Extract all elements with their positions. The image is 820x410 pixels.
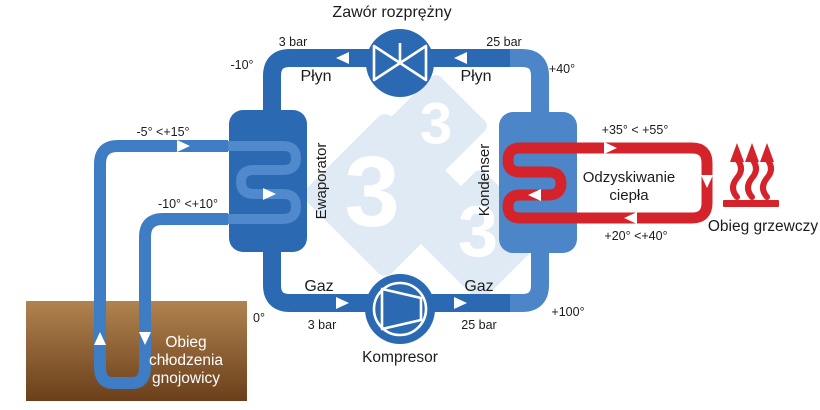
heating-circuit-label: Obieg grzewczy — [708, 218, 819, 235]
ground-circuit-caption-line1: Obieg — [165, 334, 206, 351]
pressure-top-right: 25 bar — [486, 35, 521, 49]
compressor-icon — [365, 274, 435, 344]
heat-recovery-loop — [502, 142, 713, 224]
ground-loop-pipe — [94, 140, 228, 389]
heat-bar — [723, 200, 779, 207]
heat-wave — [760, 156, 774, 200]
heat-symbol — [723, 143, 779, 207]
temp-after-valve: -10° — [230, 58, 253, 72]
flow-arrow-bottom-left — [336, 297, 349, 309]
flow-arrow-top-right — [454, 52, 467, 64]
flow-arrow-ground-up — [94, 332, 106, 345]
watermark-digit: 3 — [458, 192, 498, 272]
evaporator-coil — [228, 141, 302, 224]
flow-arrow-brine-supply — [177, 140, 190, 152]
liquid-label-right: Płyn — [460, 68, 491, 85]
heating-return-temp: +20° <+40° — [604, 229, 667, 243]
heat-wave — [730, 156, 744, 200]
liquid-label-left: Płyn — [300, 68, 331, 85]
compressor-label: Kompresor — [362, 349, 438, 366]
valve-label: Zawór rozprężny — [332, 4, 451, 21]
heat-wave-arrowhead — [760, 143, 774, 162]
gas-label-right: Gaz — [464, 278, 493, 295]
brine-return-temp: -10° <+10° — [158, 197, 218, 211]
ground-circuit-caption-line3: gnojowicy — [152, 370, 220, 387]
temp-after-evaporator: 0° — [253, 311, 265, 325]
flow-arrow-condenser-coil — [528, 189, 541, 201]
brine-supply-temp: -5° <+15° — [136, 125, 189, 139]
watermark-diamond — [385, 75, 487, 177]
valve-bowtie-glyph — [372, 44, 428, 82]
evaporator-label: Ewaporator — [313, 143, 330, 220]
compressor-circle-glyph — [372, 281, 428, 337]
temp-after-compressor: +100° — [551, 305, 584, 319]
pressure-top-left: 3 bar — [279, 35, 308, 49]
heat-wave — [745, 156, 759, 200]
watermark-digit: 3 — [344, 136, 400, 248]
heat-recovery-label-line1: Odzyskiwanie — [583, 169, 676, 186]
pressure-bottom-right: 25 bar — [461, 318, 496, 332]
temp-before-condenser: +40° — [549, 62, 575, 76]
pressure-bottom-left: 3 bar — [308, 318, 337, 332]
compressor-rotor-glyph — [380, 287, 423, 331]
ground-circuit-caption-line2: chłodzenia — [149, 352, 223, 369]
flow-arrow-recovery-top — [604, 142, 617, 154]
pipe-top-left — [263, 49, 515, 120]
pipe-condenser-inlet — [510, 49, 549, 120]
heat-wave-arrowhead — [745, 143, 759, 162]
watermark-logo: 3 3 3 — [304, 75, 545, 300]
flow-arrow-evaporator-coil — [263, 188, 276, 200]
flow-arrow-top-left — [336, 52, 349, 64]
pipe-bottom-left — [263, 242, 515, 312]
flow-arrow-recovery-bottom — [624, 212, 637, 224]
flow-arrow-ground-down — [139, 332, 151, 345]
condenser-label: Kondenser — [476, 144, 493, 217]
gas-label-left: Gaz — [304, 278, 333, 295]
heating-supply-temp: +35° < +55° — [602, 123, 669, 137]
heat-wave-arrowhead — [730, 143, 744, 162]
pipe-condenser-outlet — [510, 242, 549, 312]
heat-recovery-label-line2: ciepła — [609, 187, 649, 204]
flow-arrow-recovery-right — [701, 175, 713, 188]
watermark-digit: 3 — [420, 92, 452, 157]
flow-arrow-bottom-right — [454, 297, 467, 309]
